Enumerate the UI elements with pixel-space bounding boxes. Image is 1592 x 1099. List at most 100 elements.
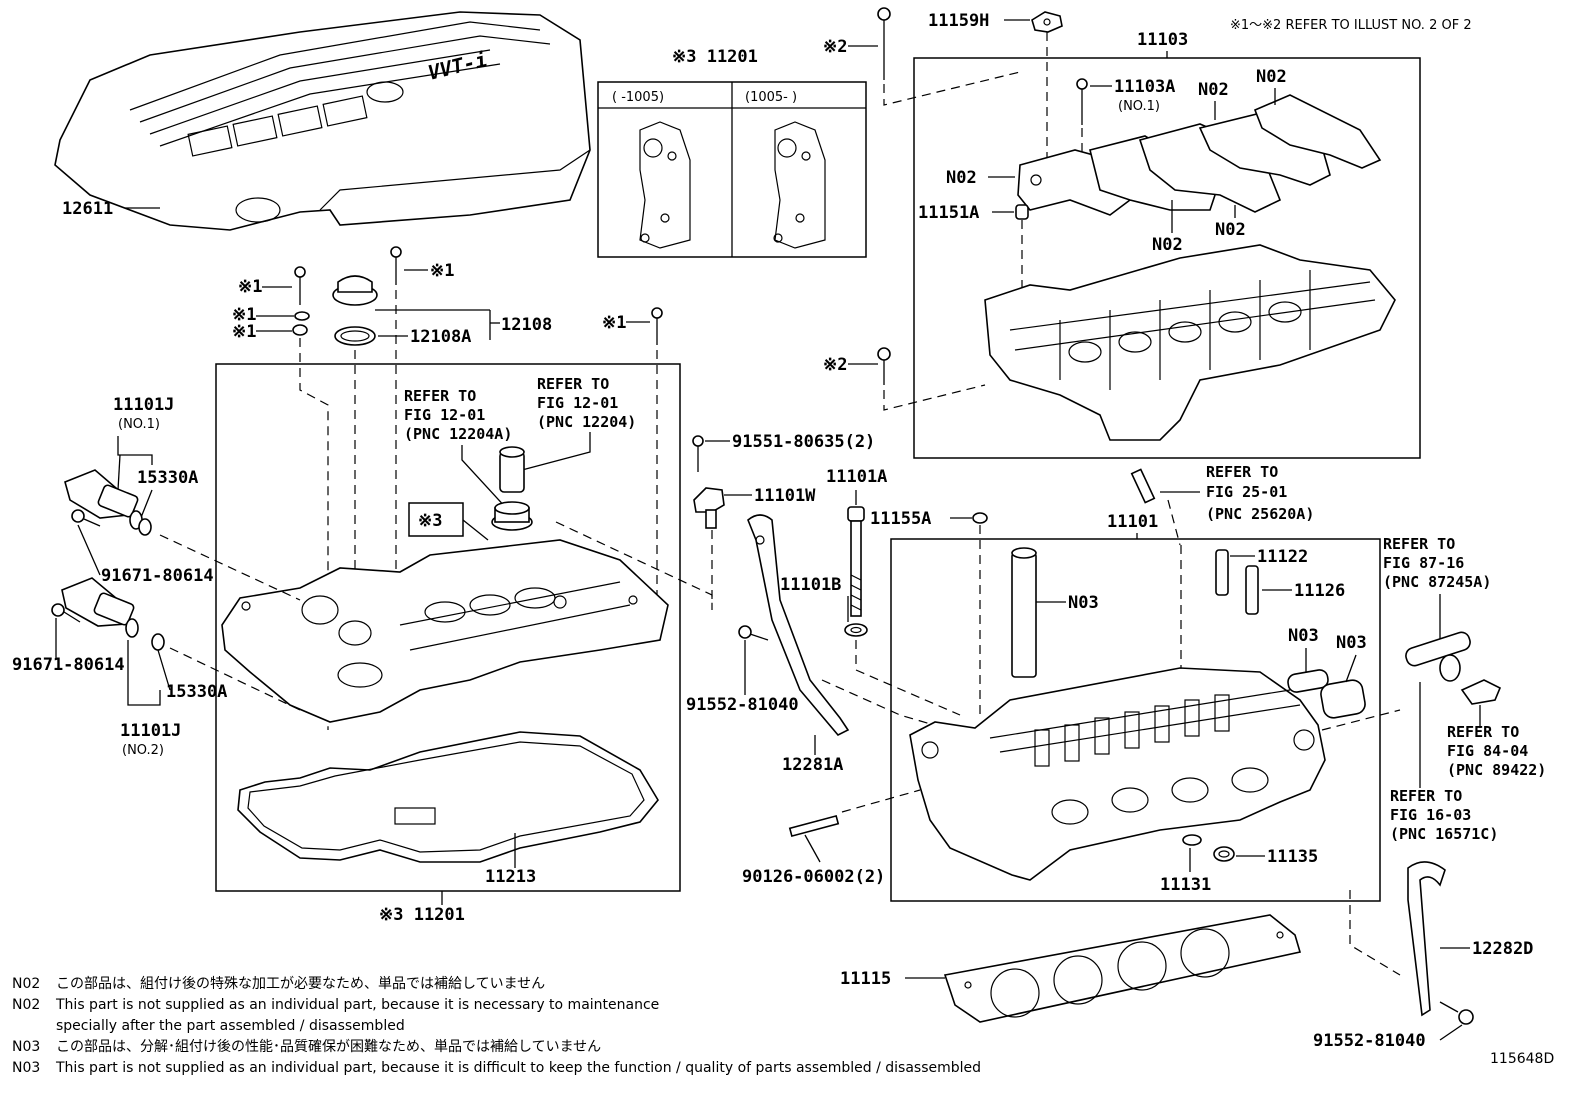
oil-control-valve-no2[interactable]	[61, 577, 139, 638]
label-11126[interactable]: 11126	[1294, 581, 1345, 601]
grommet[interactable]	[491, 501, 533, 531]
label-91552-2[interactable]: 91552-81040	[1313, 1031, 1426, 1051]
bolt-91552-1[interactable]	[738, 625, 769, 641]
seal-mark1-c[interactable]	[292, 324, 308, 336]
stud-bolt-90126[interactable]	[788, 814, 840, 838]
label-12282D[interactable]: 12282D	[1472, 939, 1533, 959]
inset-cover-variant-left[interactable]	[639, 121, 691, 249]
inset-title[interactable]: ※3 11201	[672, 47, 758, 67]
oring-15330A-2[interactable]	[151, 633, 165, 651]
label-12108A[interactable]: 12108A	[410, 327, 471, 347]
head-cover-gasket-11213[interactable]	[237, 731, 659, 863]
ref-89422[interactable]: REFER TO FIG 84-04 (PNC 89422)	[1447, 723, 1546, 779]
sleeve-N03-a[interactable]	[1011, 547, 1037, 678]
cylinder-head-11101[interactable]	[909, 667, 1326, 881]
label-11115[interactable]: 11115	[840, 969, 891, 989]
label-11151A[interactable]: 11151A	[918, 203, 979, 223]
bolt-mark2-b[interactable]	[877, 347, 891, 385]
dowel-11151A[interactable]	[1015, 204, 1029, 220]
label-11101J-1[interactable]: 11101J	[113, 395, 174, 415]
svg-text:N02: N02	[12, 997, 40, 1013]
label-11101W[interactable]: 11101W	[754, 486, 816, 506]
label-11213[interactable]: 11213	[485, 867, 536, 887]
seal-16571C[interactable]	[1439, 654, 1461, 682]
pcv-valve[interactable]	[499, 446, 525, 493]
oil-filler-cap-12108[interactable]	[332, 275, 378, 306]
bolt-mark2-a[interactable]	[877, 7, 891, 80]
label-91671-1[interactable]: 91671-80614	[101, 566, 214, 586]
cylinder-head-cover-11201[interactable]	[221, 539, 669, 723]
ref-12204A[interactable]: REFER TO FIG 12-01 (PNC 12204A)	[404, 387, 512, 443]
cap-11159H[interactable]	[1031, 11, 1063, 33]
oring-15330A-1[interactable]	[138, 518, 152, 536]
washer-mark1-b[interactable]	[294, 311, 310, 321]
valve-guide-11126[interactable]	[1245, 565, 1259, 615]
engine-hanger-12282D[interactable]	[1407, 861, 1446, 1017]
bolt-91551[interactable]	[692, 435, 704, 472]
plug-11131[interactable]	[1182, 834, 1202, 846]
label-N03-c[interactable]: N03	[1336, 633, 1367, 653]
head-gasket-11115[interactable]	[943, 914, 1302, 1023]
label-15330A-1[interactable]: 15330A	[137, 468, 198, 488]
svg-text:(PNC 16571C): (PNC 16571C)	[1390, 825, 1498, 843]
seal-11135[interactable]	[1213, 846, 1235, 862]
label-12108[interactable]: 12108	[501, 315, 552, 335]
label-12281A[interactable]: 12281A	[782, 755, 843, 775]
label-91671-2[interactable]: 91671-80614	[12, 655, 125, 675]
label-N02-d[interactable]: N02	[1152, 235, 1183, 255]
ref-12204[interactable]: REFER TO FIG 12-01 (PNC 12204)	[537, 375, 636, 431]
label-12611[interactable]: 12611	[62, 199, 113, 219]
temp-sensor-89422[interactable]	[1460, 679, 1502, 705]
label-11131[interactable]: 11131	[1160, 875, 1211, 895]
label-11103[interactable]: 11103	[1137, 30, 1188, 50]
ref3-box	[408, 502, 464, 537]
bolt-mark1-a[interactable]	[294, 266, 306, 305]
bolt-91552-2[interactable]	[1439, 1001, 1474, 1025]
cam-position-sensor-11101W[interactable]	[693, 487, 725, 529]
plug-11155A[interactable]	[972, 512, 988, 524]
label-90126[interactable]: 90126-06002(2)	[742, 867, 885, 887]
label-11155A[interactable]: 11155A	[870, 509, 931, 529]
bolt-mark1-e[interactable]	[651, 307, 663, 345]
bolt-91671-2[interactable]	[51, 603, 81, 623]
label-11101A[interactable]: 11101A	[826, 467, 887, 487]
label-N02-e[interactable]: N02	[1215, 220, 1246, 240]
ref-25620A[interactable]: REFER TO FIG 25-01 (PNC 25620A)	[1206, 463, 1314, 523]
label-91551[interactable]: 91551-80635(2)	[732, 432, 875, 452]
plug-N03-c[interactable]	[1319, 679, 1366, 720]
label-N02-c[interactable]: N02	[1256, 67, 1287, 87]
label-N02-a[interactable]: N02	[946, 168, 977, 188]
bolt-11103A[interactable]	[1076, 78, 1088, 125]
plug-N03-b[interactable]	[1287, 669, 1330, 694]
bolt-91671-1[interactable]	[71, 509, 101, 527]
head-bolt-11101A[interactable]	[847, 506, 865, 617]
svg-text:N03: N03	[12, 1060, 40, 1076]
label-11159H[interactable]: 11159H	[928, 11, 989, 31]
label-11135[interactable]: 11135	[1267, 847, 1318, 867]
label-11201-bottom[interactable]: ※3 11201	[379, 905, 465, 925]
cam-cap-N02-e[interactable]	[1253, 94, 1382, 169]
label-11122[interactable]: 11122	[1257, 547, 1308, 567]
label-11101[interactable]: 11101	[1107, 512, 1158, 532]
ref-16571C[interactable]: REFER TO FIG 16-03 (PNC 16571C)	[1390, 787, 1498, 843]
washer-11101B[interactable]	[844, 623, 868, 637]
engine-hanger-12281A[interactable]	[747, 514, 850, 736]
label-11101B[interactable]: 11101B	[780, 575, 841, 595]
label-15330A-2[interactable]: 15330A	[166, 682, 227, 702]
label-N03-b[interactable]: N03	[1288, 626, 1319, 646]
ref-87245A[interactable]: REFER TO FIG 87-16 (PNC 87245A)	[1383, 535, 1491, 591]
label-11103A[interactable]: 11103A	[1114, 77, 1175, 97]
label-N03-a[interactable]: N03	[1068, 593, 1099, 613]
label-N02-b[interactable]: N02	[1198, 80, 1229, 100]
gasket-12108A[interactable]	[334, 326, 376, 346]
engine-cover-12611[interactable]: VVT-i	[54, 11, 591, 231]
label-91552-1[interactable]: 91552-81040	[686, 695, 799, 715]
valve-guide-11122[interactable]	[1215, 549, 1229, 596]
bolt-mark1-d[interactable]	[390, 246, 402, 285]
tube-87245A[interactable]	[1404, 630, 1472, 668]
oil-control-valve-no1[interactable]	[64, 469, 143, 530]
inset-cover-variant-right[interactable]	[773, 121, 826, 249]
label-11101J-2[interactable]: 11101J	[120, 721, 181, 741]
camshaft-housing-11103[interactable]	[984, 244, 1396, 441]
stud-25620A[interactable]	[1130, 468, 1156, 504]
